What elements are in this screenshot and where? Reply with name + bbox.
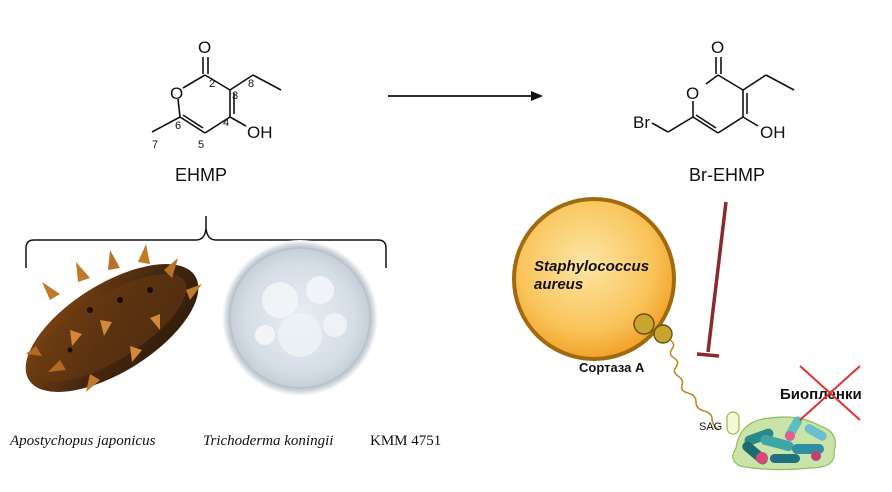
ehmp-num-2: 2 [209,78,215,90]
biofilm-label: Биопленки [780,386,862,403]
biofilm-cluster [732,416,836,471]
sag-label: SAG [699,421,722,433]
br-ehmp-oh: OH [760,123,786,142]
cross-mark [799,365,861,421]
br-ehmp-label: Br-EHMP [689,165,765,185]
br-ehmp-ring-o: O [686,84,699,103]
br-ehmp-br: Br [633,113,650,132]
caption-strain: KMM 4751 [370,433,441,449]
ehmp-num-7: 7 [152,139,158,151]
petri-dish-image [222,240,378,396]
sortase-a-protein [633,313,673,344]
source-brace [25,216,387,268]
bacterium-name-line1: Staphylococcus [534,258,649,275]
organism-caption: Apostychopus japonicus Trichoderma konin… [9,433,441,449]
ehmp-num-8: 8 [248,78,254,90]
sag-pill [726,411,740,435]
ehmp-num-3: 3 [232,90,238,102]
inhibition-arrow [696,201,728,358]
staphylococcus-cell [512,197,676,361]
ehmp-structure [151,57,282,134]
ehmp-label: EHMP [175,165,227,185]
ehmp-carbonyl-o: O [198,38,211,57]
bacterium-name-line2: aureus [534,276,583,293]
sortase-label: Сортаза А [579,360,645,375]
ehmp-oh: OH [247,123,273,142]
br-ehmp-carbonyl-o: O [711,38,724,57]
caption-trichoderma: Trichoderma koningii [203,433,333,449]
sea-cucumber-image [25,244,202,392]
br-ehmp-structure [651,57,795,134]
reaction-arrow [388,91,543,101]
ehmp-num-6: 6 [175,120,181,132]
ehmp-ring-o: O [170,84,183,103]
ehmp-num-5: 5 [198,139,204,151]
caption-apostychopus: Apostychopus japonicus [9,433,156,449]
peptide-chain [669,339,719,430]
ehmp-num-4: 4 [223,117,229,129]
